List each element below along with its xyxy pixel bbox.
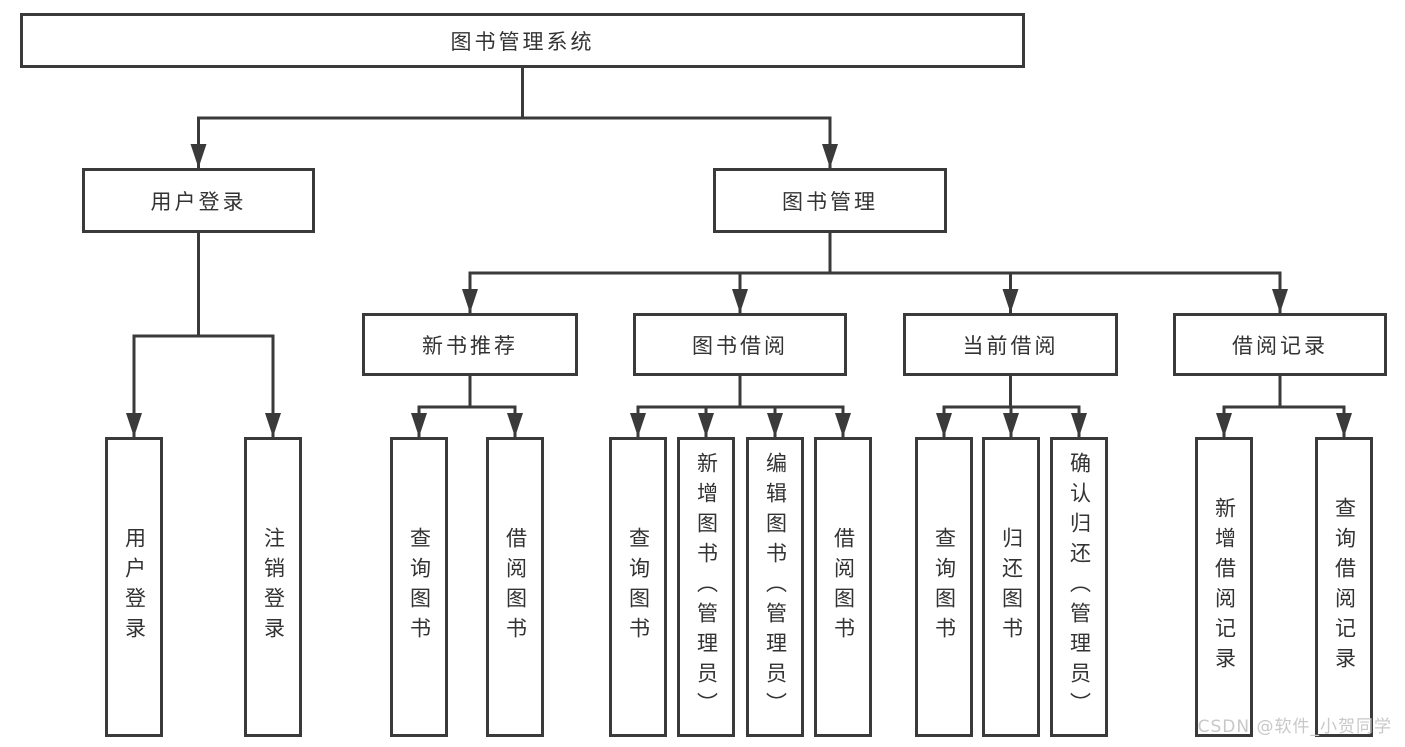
node-label: 借阅图书 xyxy=(503,527,528,647)
node-label: 编辑图书（管理员） xyxy=(763,452,788,722)
node-label: 图书借阅 xyxy=(692,333,788,358)
diagram-node-leaf-query-book-3: 查询图书 xyxy=(915,437,973,737)
node-label: 查询借阅记录 xyxy=(1332,497,1357,677)
diagram-node-user-login: 用户登录 xyxy=(82,168,315,233)
diagram-node-leaf-confirm-return: 确认归还（管理员） xyxy=(1050,437,1108,737)
diagram-node-leaf-add-book: 新增图书（管理员） xyxy=(677,437,735,737)
csdn-watermark: CSDN @软件_小贺同学 xyxy=(1197,717,1392,737)
diagram-node-current-borrow: 当前借阅 xyxy=(903,313,1118,376)
node-label: 新增图书（管理员） xyxy=(694,452,719,722)
node-label: 归还图书 xyxy=(999,527,1024,647)
node-label: 图书管理 xyxy=(782,189,878,214)
diagram-node-leaf-borrow-book-2: 借阅图书 xyxy=(814,437,872,737)
diagram-node-book-borrow: 图书借阅 xyxy=(633,313,847,376)
diagram-node-leaf-query-record: 查询借阅记录 xyxy=(1315,437,1373,737)
node-label: 查询图书 xyxy=(407,527,432,647)
node-label: 图书管理系统 xyxy=(450,29,595,54)
diagram-node-leaf-edit-book: 编辑图书（管理员） xyxy=(746,437,804,737)
node-label: 借阅记录 xyxy=(1232,333,1328,358)
diagram-node-leaf-borrow-book-1: 借阅图书 xyxy=(486,437,544,737)
diagram-node-leaf-return-book: 归还图书 xyxy=(982,437,1040,737)
diagram-node-leaf-query-book-2: 查询图书 xyxy=(609,437,667,737)
node-label: 查询图书 xyxy=(932,527,957,647)
node-label: 新书推荐 xyxy=(422,333,518,358)
diagram-node-leaf-logout: 注销登录 xyxy=(244,437,302,737)
node-label: 确认归还（管理员） xyxy=(1067,452,1092,722)
diagram-node-new-book-rec: 新书推荐 xyxy=(362,313,578,376)
node-label: 当前借阅 xyxy=(962,333,1059,358)
diagram-node-leaf-add-record: 新增借阅记录 xyxy=(1195,437,1253,737)
node-label: 注销登录 xyxy=(261,527,286,647)
node-label: 查询图书 xyxy=(626,527,651,647)
node-label: 新增借阅记录 xyxy=(1212,497,1237,677)
node-label: 借阅图书 xyxy=(831,527,856,647)
node-label: 用户登录 xyxy=(122,527,147,647)
diagram-node-borrow-record: 借阅记录 xyxy=(1173,313,1387,376)
diagram-node-leaf-user-login: 用户登录 xyxy=(105,437,163,737)
node-label: 用户登录 xyxy=(150,189,247,214)
diagram-node-root: 图书管理系统 xyxy=(20,13,1025,68)
diagram-node-leaf-query-book-1: 查询图书 xyxy=(390,437,448,737)
diagram-node-book-mgmt: 图书管理 xyxy=(713,168,947,233)
